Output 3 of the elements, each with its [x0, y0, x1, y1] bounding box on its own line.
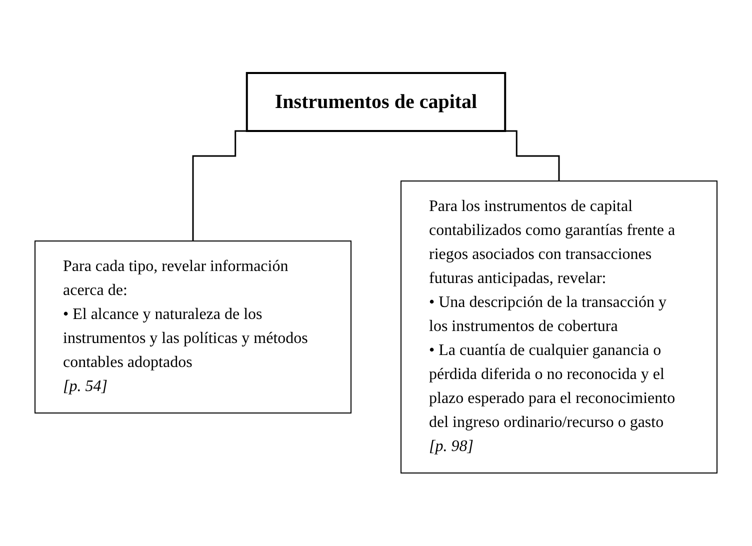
- node-box: Para los instrumentos de capital contabilizados como garantías frente a riegos asociados con transacciones futuras anticipadas, revelar: • Una descripción de la transacción y los instrumentos de cobertura • La cuantía de cualquier ganancia o pérdida diferida o no reconocida y el plazo esperado para el reconocimiento del ingreso ordinario/recurso o gasto [p. 98]: [400, 180, 718, 474]
- node-box: Instrumentos de capital: [246, 72, 506, 132]
- node-box: Para cada tipo, revelar información acerca de: • El alcance y naturaleza de los instrumentos y las políticas y métodos contables adoptados [p. 54]: [34, 240, 352, 414]
